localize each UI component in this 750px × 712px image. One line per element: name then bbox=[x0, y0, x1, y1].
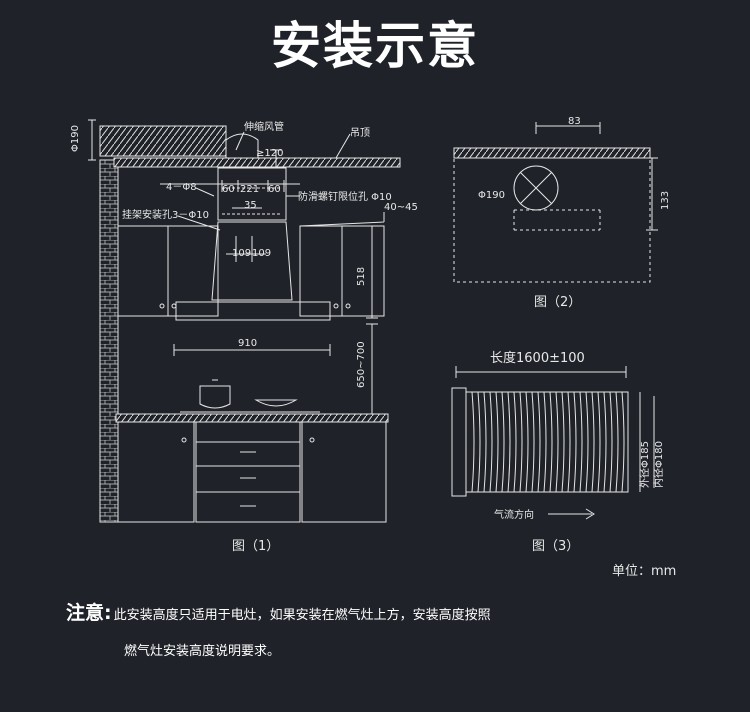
pot bbox=[199, 385, 231, 409]
base-cabinet-left bbox=[117, 421, 195, 523]
antislip-hole-label: 防滑螺钉限位孔 Φ10 bbox=[298, 190, 392, 203]
dim-133: 133 bbox=[660, 191, 671, 210]
note-label: 注意: bbox=[66, 602, 112, 624]
fig1-caption: 图（1） bbox=[232, 539, 279, 554]
duct-ribs bbox=[471, 391, 625, 493]
duct-label: 伸缩风管 bbox=[244, 120, 284, 133]
dim-gte120: ≥120 bbox=[256, 148, 283, 159]
dim-518: 518 bbox=[356, 267, 367, 286]
page-title: 安装示意 bbox=[271, 17, 479, 75]
dim-221: 221 bbox=[240, 184, 259, 195]
fig3-caption: 图（3） bbox=[532, 539, 579, 554]
dim-60a: 60 bbox=[222, 184, 235, 195]
suspended-ceiling bbox=[113, 157, 401, 168]
figure-1 bbox=[88, 119, 401, 523]
figure-3 bbox=[451, 366, 655, 520]
note-line-2: 燃气灶安装高度说明要求。 bbox=[124, 644, 281, 659]
wok bbox=[254, 399, 298, 407]
dim-60b: 60 bbox=[268, 184, 281, 195]
base-cabinet-right bbox=[301, 421, 387, 523]
dim-angle: 40~45 bbox=[384, 202, 418, 213]
unit-label: 单位：mm bbox=[612, 564, 677, 579]
dim-650-700: 650~700 bbox=[356, 341, 367, 388]
fig2-ceiling bbox=[453, 147, 651, 159]
duct-curve bbox=[225, 133, 259, 158]
hood-panel bbox=[175, 301, 331, 321]
dim-910: 910 bbox=[238, 338, 257, 349]
figure-2 bbox=[453, 122, 658, 283]
ceiling-slab bbox=[99, 125, 227, 157]
dim-109a: 109 bbox=[232, 248, 251, 259]
airflow-label: 气流方向 bbox=[494, 508, 534, 521]
dim-109b: 109 bbox=[252, 248, 271, 259]
dim-phi190-left: Φ190 bbox=[70, 125, 81, 152]
duct-length-label: 长度1600±100 bbox=[490, 350, 585, 366]
countertop bbox=[115, 413, 389, 423]
dim-hole4: 4－Φ8 bbox=[166, 182, 197, 193]
fig2-caption: 图（2） bbox=[534, 295, 581, 310]
fig2-outline bbox=[453, 157, 651, 283]
drawer-stack bbox=[195, 421, 301, 523]
duct-collar bbox=[451, 387, 467, 497]
outer-diameter-label: 外径Φ185 bbox=[638, 441, 651, 488]
duct-opening bbox=[513, 165, 559, 211]
dim-35: 35 bbox=[244, 200, 257, 211]
hood-body bbox=[211, 221, 293, 301]
dim-phi190-fig2: Φ190 bbox=[478, 190, 505, 201]
note-text-1: 此安装高度只适用于电灶，如果安装在燃气灶上方，安装高度按照 bbox=[113, 608, 491, 623]
inner-diameter-label: 内径Φ180 bbox=[652, 441, 665, 488]
hanger-hole-label: 挂架安装孔3－Φ10 bbox=[122, 208, 209, 221]
dim-83: 83 bbox=[568, 116, 581, 127]
chimney-cover bbox=[217, 167, 287, 221]
flexible-duct bbox=[465, 391, 629, 493]
ceiling-label: 吊顶 bbox=[350, 127, 370, 139]
brick-wall bbox=[99, 159, 119, 523]
note-line-1: 注意:此安装高度只适用于电灶，如果安装在燃气灶上方，安装高度按照 bbox=[66, 598, 491, 625]
